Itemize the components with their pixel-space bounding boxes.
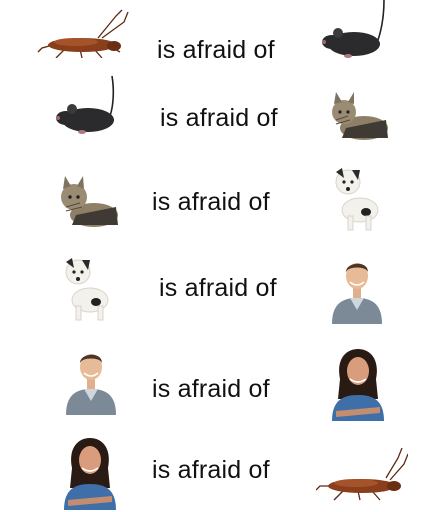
pair-row-5: is afraid of [0, 345, 444, 430]
woman-icon [332, 349, 384, 421]
phrase-text: is afraid of [160, 104, 278, 132]
phrase-text: is afraid of [152, 188, 270, 216]
pair-row-3: is afraid of [0, 160, 444, 250]
cat-icon [61, 176, 118, 227]
mouse-icon [322, 0, 385, 58]
man-icon [332, 263, 382, 324]
dog-icon [335, 168, 379, 231]
cockroach-icon [37, 9, 129, 58]
phrase-text: is afraid of [152, 375, 270, 403]
phrase-text: is afraid of [157, 36, 275, 64]
woman-icon [64, 438, 116, 510]
phrase-text: is afraid of [159, 274, 277, 302]
dog-icon [65, 258, 109, 321]
man-icon [66, 354, 116, 415]
mouse-icon [56, 75, 115, 134]
pair-row-4: is afraid of [0, 250, 444, 340]
cat-icon [332, 92, 388, 140]
pair-row-1: is afraid of [0, 0, 444, 85]
pair-row-6: is afraid of [0, 430, 444, 512]
phrase-text: is afraid of [152, 456, 270, 484]
cockroach-icon [316, 448, 408, 501]
pair-row-2: is afraid of [0, 70, 444, 160]
